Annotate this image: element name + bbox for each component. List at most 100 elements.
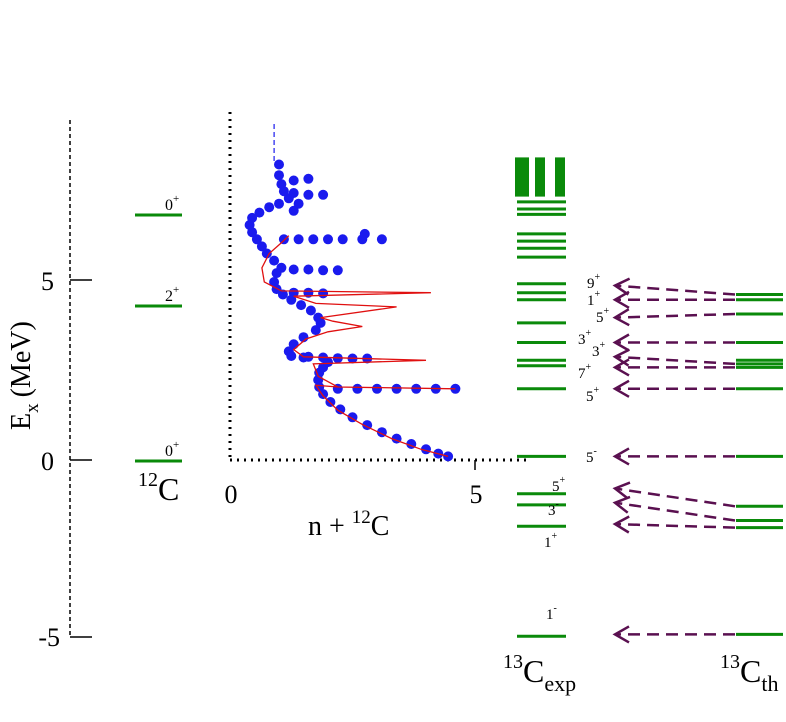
assignment-arrow-line — [614, 501, 736, 522]
scatter-point — [288, 287, 299, 298]
scatter-point — [318, 189, 329, 200]
scatter-x-tick-label: 5 — [470, 480, 483, 509]
c13-th-levels — [736, 293, 783, 636]
assignment-arrow-head — [612, 333, 630, 352]
scatter-point — [332, 265, 343, 276]
c12-level-label: 0+ — [165, 439, 179, 460]
c13-exp-levels — [515, 157, 566, 638]
assignment-arrow-line — [614, 312, 736, 319]
assignment-arrow-head — [612, 447, 630, 466]
assignment-arrow-head — [612, 348, 630, 367]
scatter-point — [288, 264, 299, 275]
scatter-point — [288, 339, 299, 350]
scatter-curve-series — [261, 235, 456, 458]
energy-axis-tick-label: 0 — [41, 447, 54, 476]
c13-exp-dense-band — [555, 157, 565, 197]
assignment-arrow-head — [612, 625, 630, 644]
scatter-point — [303, 189, 314, 200]
assignment-arrow-head — [612, 308, 630, 327]
c13-exp-dense-band — [535, 157, 545, 197]
assignment-arrow-line — [614, 522, 736, 529]
c13-exp-level-label: 9+ — [587, 272, 601, 292]
energy-axis: 5 0 -5 Ex (MeV) — [6, 120, 92, 652]
scatter-point — [288, 188, 299, 198]
scatter-point — [323, 234, 333, 245]
scatter-curve-line — [261, 235, 456, 458]
energy-axis-title-main: E — [6, 413, 37, 430]
scatter-point — [276, 262, 287, 273]
scatter-point — [283, 346, 294, 357]
c13-exp-level-label: 5+ — [586, 385, 600, 405]
energy-axis-tick-label: 5 — [41, 267, 54, 296]
scatter-point — [296, 300, 307, 311]
assignment-arrow-line — [614, 284, 736, 296]
c13-exp-level-label: 7+ — [578, 362, 592, 382]
c13-exp-level-label: 5- — [586, 446, 597, 466]
scatter-panel-axes: 0 5 n + 12C — [225, 112, 530, 542]
scatter-point — [313, 312, 324, 323]
energy-axis-title-unit: (MeV) — [6, 321, 37, 397]
scatter-points-series — [244, 159, 461, 462]
assignment-arrow-head — [612, 515, 630, 534]
assignment-arrow-line — [614, 487, 736, 508]
assignment-arrow-line — [614, 355, 736, 366]
scatter-point — [269, 255, 280, 266]
scatter-point — [251, 234, 262, 245]
scatter-point — [372, 383, 382, 394]
scatter-point — [288, 205, 299, 216]
scatter-point — [308, 234, 319, 245]
c13-exp-level-label: 1+ — [587, 289, 601, 309]
c13-exp-dense-band — [515, 157, 529, 197]
c12-level-label: 0+ — [165, 193, 179, 214]
c13-exp-label: 13Cexp — [503, 651, 576, 696]
scatter-panel-label: n + 12C — [308, 507, 389, 542]
scatter-point — [352, 383, 363, 394]
scatter-point — [391, 383, 402, 394]
scatter-point — [278, 234, 289, 245]
assignment-arrow-head — [612, 277, 631, 296]
assignment-arrow-head — [612, 379, 630, 398]
assignment-arrow-head — [612, 495, 631, 514]
scatter-point — [274, 198, 284, 209]
scatter-point — [269, 277, 280, 287]
c13-exp-level-label: 1+ — [544, 531, 558, 551]
c13-exp-level-label: 5+ — [552, 475, 566, 495]
scatter-point — [274, 159, 284, 170]
c13-exp-level-label: 1- — [546, 603, 557, 623]
assignment-arrow-head — [612, 290, 630, 309]
scatter-point — [276, 179, 287, 190]
energy-axis-title: Ex (MeV) — [6, 321, 43, 430]
scatter-point — [293, 198, 304, 209]
c13-exp-level-label: 3+ — [592, 340, 606, 360]
scatter-point — [318, 265, 329, 276]
scatter-point — [310, 325, 321, 336]
c12-label: 12C — [138, 469, 179, 507]
scatter-point — [305, 305, 316, 316]
scatter-point — [335, 404, 346, 415]
scatter-point — [303, 264, 314, 275]
scatter-point — [288, 175, 299, 186]
scatter-point — [264, 202, 275, 213]
scatter-point — [303, 173, 314, 184]
c13-exp-labels: 1- 1+ 3- 5+ 5- 5+ 7+ 3+ 3+ 5+ 1+ — [544, 272, 610, 623]
assignment-arrow-head — [612, 481, 631, 500]
c13-th-label: 13Cth — [720, 651, 778, 696]
scatter-point — [337, 234, 348, 245]
scatter-point — [274, 170, 284, 181]
scatter-point — [254, 207, 265, 218]
c12-level-label: 2+ — [165, 284, 179, 305]
scatter-point — [293, 234, 304, 245]
c13-th-arrows — [612, 277, 736, 644]
c13-exp-level-label: 5+ — [596, 306, 610, 326]
scatter-point — [247, 212, 258, 223]
scatter-point — [318, 288, 329, 299]
scatter-point — [359, 228, 370, 239]
energy-axis-tick-label: -5 — [38, 623, 60, 652]
energy-axis-title-sub: x — [22, 403, 43, 413]
scatter-point — [376, 234, 387, 245]
c12-levels: 0+ 2+ 0+ 12C — [135, 193, 182, 507]
scatter-point — [261, 248, 272, 259]
scatter-point — [256, 241, 267, 252]
scatter-point — [325, 397, 336, 407]
